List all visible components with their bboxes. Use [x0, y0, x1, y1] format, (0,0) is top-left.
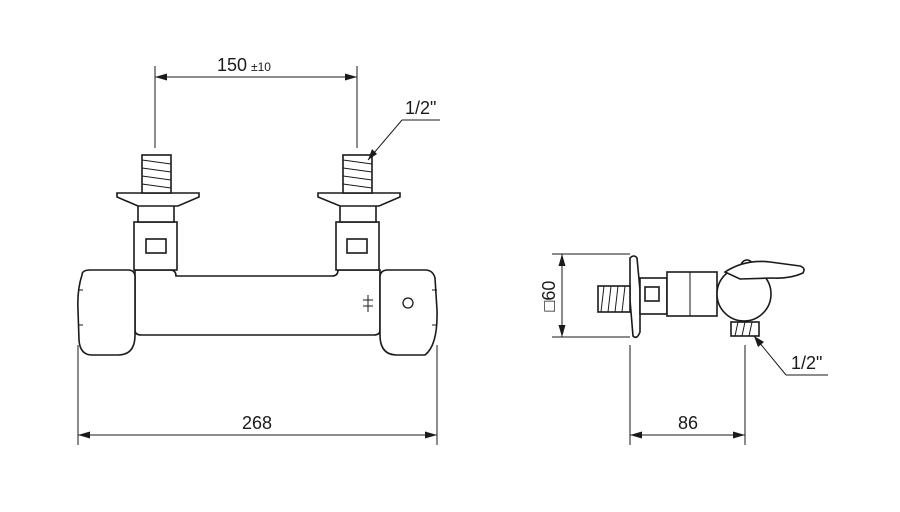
square-label: □60 [539, 281, 559, 312]
side-view: □60 1/2" 86 [539, 253, 828, 445]
spacing-tolerance-label: ±10 [251, 60, 271, 74]
side-inlet-thread [597, 285, 631, 313]
left-end-cap [77, 269, 136, 356]
brand-logo-mark [363, 295, 373, 312]
left-connector [116, 154, 200, 271]
side-body [716, 259, 805, 322]
spacing-label: 150 [217, 55, 247, 75]
width-dimension: 268 [77, 345, 438, 445]
mixer-body [134, 269, 381, 336]
front-thread-callout: 1/2" [367, 98, 440, 161]
depth-dimension: 86 [629, 345, 746, 445]
spacing-dimension: 150 ±10 [154, 55, 358, 148]
temperature-knob-dot [402, 297, 414, 309]
right-connector [317, 154, 401, 271]
wall-plate [629, 255, 641, 339]
depth-label: 86 [678, 413, 698, 433]
side-outlet-thread [730, 321, 760, 337]
side-thread-callout: 1/2" [753, 335, 828, 376]
side-connector [639, 271, 718, 317]
front-view: 150 ±10 1/2" 268 [77, 55, 440, 445]
right-end-cap [379, 269, 438, 356]
side-thread-label: 1/2" [791, 353, 822, 373]
width-label: 268 [242, 413, 272, 433]
front-thread-label: 1/2" [405, 98, 436, 118]
square-dimension: □60 [539, 253, 630, 338]
